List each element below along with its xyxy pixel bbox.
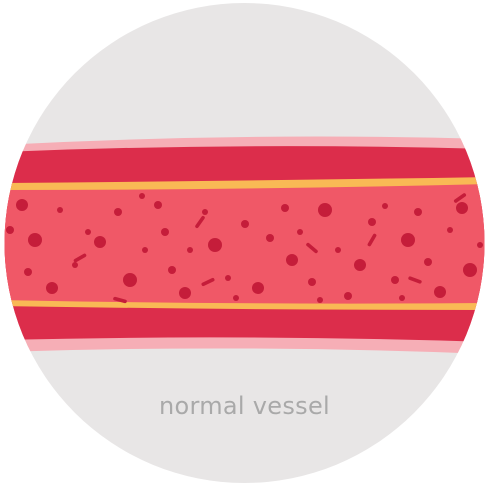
blood-cell: [241, 220, 249, 228]
blood-cell: [424, 258, 432, 266]
blood-cell: [142, 247, 148, 253]
blood-cell: [382, 203, 388, 209]
blood-cell: [123, 273, 137, 287]
blood-cell: [202, 209, 208, 215]
blood-cell: [72, 262, 78, 268]
blood-cell: [154, 201, 162, 209]
blood-cell: [46, 282, 58, 294]
blood-cell: [447, 227, 453, 233]
blood-cell: [16, 199, 28, 211]
blood-cell: [94, 236, 106, 248]
blood-cell: [434, 286, 446, 298]
blood-cell: [335, 247, 341, 253]
blood-vessel-icon: [0, 137, 489, 354]
blood-cell: [57, 207, 63, 213]
blood-cell: [317, 297, 323, 303]
blood-cell: [318, 203, 332, 217]
blood-cell: [391, 276, 399, 284]
blood-cell: [297, 229, 303, 235]
blood-cell: [6, 226, 14, 234]
blood-cell: [208, 238, 222, 252]
blood-cell: [477, 242, 483, 248]
blood-cell: [161, 228, 169, 236]
blood-cell: [187, 247, 193, 253]
blood-cell: [401, 233, 415, 247]
blood-cell: [233, 295, 239, 301]
blood-cell: [225, 275, 231, 281]
blood-cell: [456, 202, 468, 214]
blood-cell: [286, 254, 298, 266]
caption-label: normal vessel: [0, 392, 489, 420]
blood-cell: [344, 292, 352, 300]
blood-cell: [368, 218, 376, 226]
blood-cell: [28, 233, 42, 247]
blood-cell: [24, 268, 32, 276]
blood-cell: [114, 208, 122, 216]
blood-cell: [281, 204, 289, 212]
blood-cell: [354, 259, 366, 271]
blood-cell: [179, 287, 191, 299]
blood-cell: [168, 266, 176, 274]
blood-cell: [85, 229, 91, 235]
blood-cell: [463, 263, 477, 277]
blood-cell: [308, 278, 316, 286]
blood-cell: [399, 295, 405, 301]
blood-cell: [414, 208, 422, 216]
blood-cell: [266, 234, 274, 242]
blood-cell: [139, 193, 145, 199]
vessel-lumen: [0, 184, 489, 304]
blood-cell: [252, 282, 264, 294]
